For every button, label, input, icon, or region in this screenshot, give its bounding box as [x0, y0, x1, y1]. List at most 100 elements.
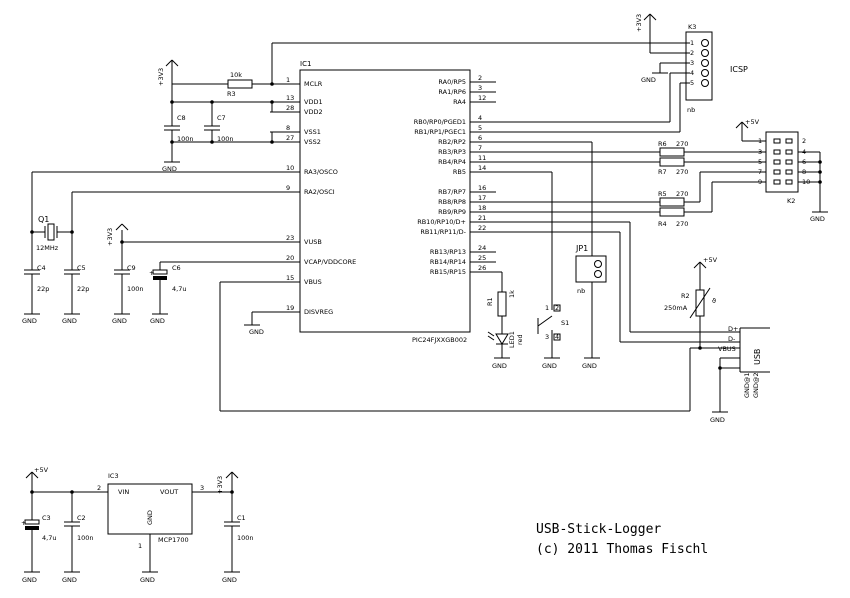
- s1-pin1: 1: [545, 304, 549, 312]
- ic1-left-pin-6-name: RA2/OSCI: [304, 188, 335, 196]
- ic1-right-pin-10-name: RB8/RP8: [438, 198, 466, 206]
- ic1-right-pin-4-num: 5: [478, 124, 482, 132]
- ic1-left-pin-7-num: 23: [286, 234, 294, 242]
- ic1-left-pin-2-name: VDD2: [304, 108, 323, 116]
- ic1-right-pin-7-num: 11: [478, 154, 486, 162]
- ic1-part: PIC24FJXXGB002: [412, 336, 467, 344]
- r1-ref: R1: [486, 297, 494, 306]
- r2-ref: R2: [681, 292, 690, 300]
- jp1-body: [575, 255, 607, 283]
- ic3-vin: VIN: [118, 488, 129, 496]
- k2-body: [765, 131, 799, 193]
- ic3-ref: IC3: [108, 472, 119, 480]
- led1-ref: LED1: [508, 331, 516, 348]
- ic1-left-pin-2-num: 28: [286, 104, 294, 112]
- usb-label: USB: [753, 349, 762, 365]
- usb-gnd1: GND@1: [743, 372, 751, 398]
- gnd-label-c2: GND: [62, 576, 77, 584]
- c8-ref: C8: [177, 114, 186, 122]
- k3-pin-0: 1: [690, 39, 694, 47]
- c4-value: 22p: [37, 285, 49, 293]
- ic1-left-pin-10-num: 19: [286, 304, 294, 312]
- k2-pin-1: 2: [802, 137, 806, 145]
- gnd-label-led: GND: [492, 362, 507, 370]
- gnd-label-ic3: GND: [140, 576, 155, 584]
- c7-ref: C7: [217, 114, 226, 122]
- regulator-ic3: IC3 VIN VOUT GND MCP1700 2 3 1 +5V + C3 …: [21, 466, 254, 584]
- ic1-left-pin-9-num: 15: [286, 274, 294, 282]
- copyright-text: (c) 2011 Thomas Fischl: [536, 542, 708, 557]
- ic1-left-pin-3-num: 8: [286, 124, 290, 132]
- usb-gnd2: GND@2: [752, 372, 760, 398]
- k2-ref: K2: [787, 197, 795, 205]
- k3-body: [685, 31, 713, 101]
- ic1-right-pin-2-name: RA4: [453, 98, 466, 106]
- supply-5v-ic3: +5V: [34, 466, 49, 474]
- vdd-decoupling: C8 100n C7 100n GND: [162, 84, 300, 173]
- gnd-label-k3: GND: [641, 76, 656, 84]
- c3-value: 4,7u: [42, 534, 56, 542]
- ic1-right-pin-1-name: RA1/RP6: [438, 88, 466, 96]
- supply-3v3-k3: +3V3: [635, 14, 643, 32]
- ic1-right-pin-8-name: RB5: [453, 168, 466, 176]
- ic1-right-pin-9-num: 16: [478, 184, 486, 192]
- s1-pin4: 4: [555, 333, 559, 341]
- ic1-right-pin-5-num: 6: [478, 134, 482, 142]
- ic1-left-pin-4-name: VSS2: [304, 138, 321, 146]
- ic1-right-pin-9-name: RB7/RP7: [438, 188, 466, 196]
- ic1-left-pin-7-name: VUSB: [304, 238, 322, 246]
- ic3-pin-gnd: 1: [138, 542, 142, 550]
- k3-ref: K3: [688, 23, 696, 31]
- ic1-left-pin-4-num: 27: [286, 134, 294, 142]
- gnd-label-c4: GND: [22, 317, 37, 325]
- ic1-right-pin-8-num: 14: [478, 164, 486, 172]
- gnd-label-disvreg: GND: [249, 328, 264, 336]
- gnd-label-k2: GND: [810, 215, 825, 223]
- c5-ref: C5: [77, 264, 86, 272]
- switch-s1: 2 4 1 3 S1 GND: [470, 171, 569, 370]
- led-network: R1 1k LED1 red GND: [470, 271, 524, 370]
- q1-ref: Q1: [38, 215, 49, 224]
- jp1-value: nb: [577, 287, 585, 295]
- gnd-label-c1: GND: [222, 576, 237, 584]
- ic3-pin-out: 3: [200, 484, 204, 492]
- gnd-label-c9: GND: [112, 317, 127, 325]
- r3-value: 10k: [230, 71, 242, 79]
- ic1-left-pin-3-name: VSS1: [304, 128, 321, 136]
- mclr-network: +3V3 10k R3: [157, 42, 690, 98]
- ic1-right-pin-3-name: RB0/RP0/PGED1: [414, 118, 466, 126]
- c9-value: 100n: [127, 285, 144, 293]
- ic1-right-pin-7-name: RB4/RP4: [438, 158, 466, 166]
- c2-value: 100n: [77, 534, 94, 542]
- supply-3v3-c9: +3V3: [106, 228, 114, 246]
- usb-pin-vbus: VBUS: [718, 345, 736, 353]
- vcap-network: + C6 4,7u GND: [149, 261, 300, 325]
- ic1-right-pin-16-name: RB15/RP15: [430, 268, 466, 276]
- q1-value: 12MHz: [36, 244, 59, 252]
- gnd-label-usb: GND: [710, 416, 725, 424]
- gnd-label-c6: GND: [150, 317, 165, 325]
- c6-ref: C6: [172, 264, 181, 272]
- ic1-right-pin-2-num: 12: [478, 94, 486, 102]
- ic1-right-pin-5-name: RB2/RP2: [438, 138, 466, 146]
- ic3-part: MCP1700: [158, 536, 189, 544]
- c6-value: 4,7u: [172, 285, 186, 293]
- r1-resistor: [497, 291, 507, 317]
- ic1-right-pin-13-num: 22: [478, 224, 486, 232]
- title-text: USB-Stick-Logger: [536, 522, 661, 537]
- ic1-right-pin-12-num: 21: [478, 214, 486, 222]
- ic1-right-pin-12-name: RB10/RP10/D+: [417, 218, 466, 226]
- r3-ref: R3: [227, 90, 236, 98]
- vbus-net: GND: [219, 281, 740, 412]
- ic1-body: [299, 69, 471, 333]
- ic1-right-pin-13-name: RB11/RP11/D-: [420, 228, 466, 236]
- c3-ref: C3: [42, 514, 51, 522]
- r5-resistor: [659, 197, 685, 207]
- c7-value: 100n: [217, 135, 234, 143]
- q1-crystal: [47, 223, 55, 241]
- r7-ref: R7: [658, 168, 667, 176]
